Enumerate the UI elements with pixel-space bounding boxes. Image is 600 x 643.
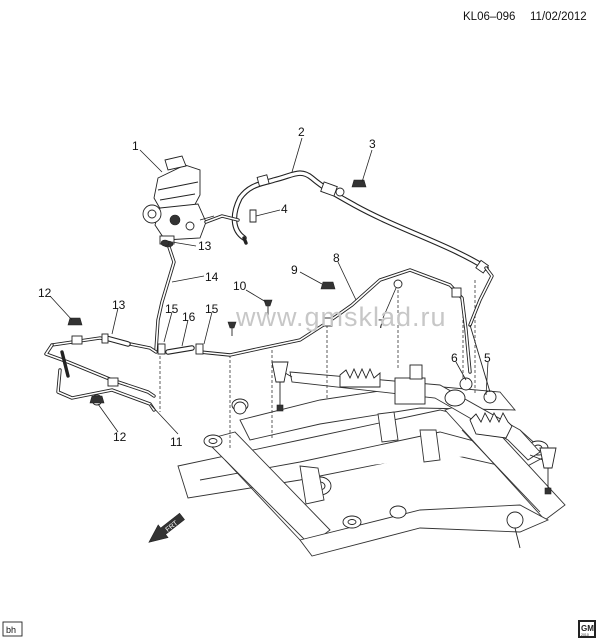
pressure-hose (204, 170, 494, 327)
callout-15-left: 15 (165, 302, 179, 316)
power-steering-pump (142, 155, 215, 245)
front-arrow-icon: FRT (148, 512, 185, 543)
callout-15-right: 15 (205, 302, 219, 316)
callout-12-top: 12 (38, 286, 52, 300)
supply-hose (154, 240, 176, 352)
callout-5: 5 (484, 351, 491, 365)
leader-lines (49, 137, 489, 435)
callout-4: 4 (281, 202, 288, 216)
footer-tag: bh (6, 625, 16, 635)
callout-6: 6 (451, 351, 458, 365)
callout-10: 10 (233, 279, 247, 293)
callout-14: 14 (205, 270, 219, 284)
callout-1: 1 (132, 139, 139, 153)
hose-fittings (67, 179, 367, 404)
assembly-lines (159, 280, 476, 450)
callout-8: 8 (333, 251, 340, 265)
steering-gear (233, 361, 557, 549)
diagram-code: KL06–096 (463, 11, 515, 23)
return-pipe (198, 268, 497, 404)
gm-logo-icon: GM 2010 (578, 620, 596, 638)
gm-logo-subtext: 2010 (581, 633, 589, 637)
footer-tag-box (2, 621, 23, 637)
callout-11: 11 (170, 435, 183, 449)
callout-12-bottom: 12 (113, 430, 127, 444)
callout-13-left: 13 (112, 298, 126, 312)
callout-labels: 1 2 3 4 5 6 7 8 9 10 11 12 12 13 13 14 1… (38, 125, 491, 449)
callout-13-top: 13 (198, 239, 212, 253)
diagram-date: 11/02/2012 (530, 11, 587, 23)
callout-9: 9 (291, 263, 298, 277)
watermark: www.gmsklad.ru (235, 302, 447, 332)
callout-16: 16 (182, 310, 196, 324)
callout-2: 2 (298, 125, 305, 139)
callout-3: 3 (369, 137, 376, 151)
callout-7: 7 (378, 317, 385, 331)
gm-logo-text: GM (581, 624, 594, 633)
